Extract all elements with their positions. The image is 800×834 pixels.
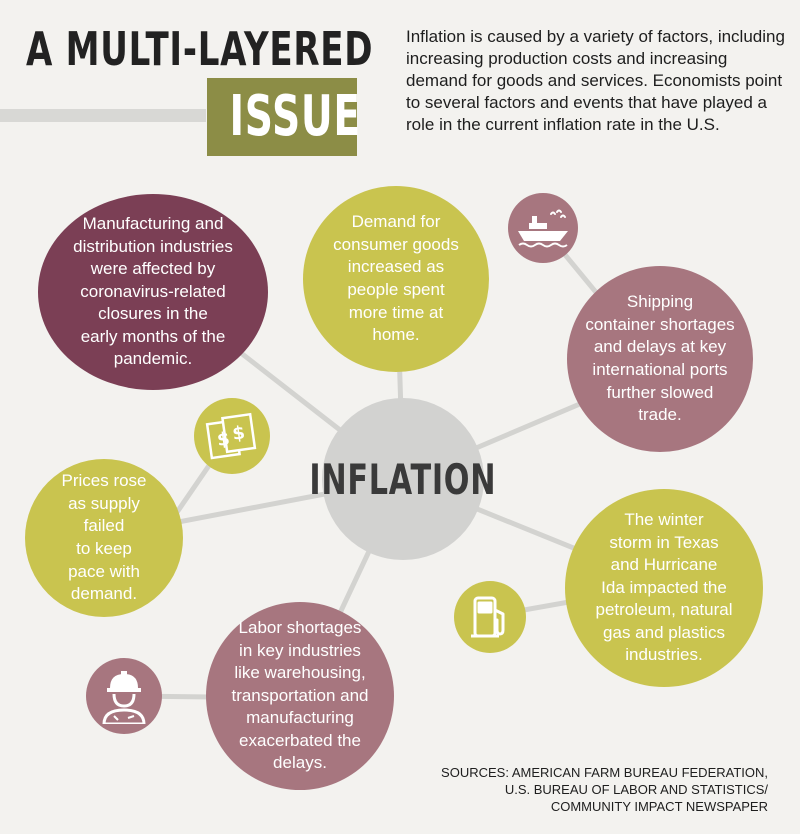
inflation-label: INFLATION — [309, 454, 497, 504]
factor-shipping-text: Shipping container shortages and delays … — [585, 292, 735, 425]
sources-line-2: U.S. BUREAU OF LABOR AND STATISTICS/ — [504, 782, 768, 797]
title-issue-box: ISSUE — [207, 78, 360, 156]
factor-labor: Labor shortages in key industries like w… — [206, 602, 394, 790]
sources-line-1: SOURCES: AMERICAN FARM BUREAU FEDERATION… — [441, 765, 768, 780]
title-line-1: A MULTI-LAYERED — [26, 22, 374, 76]
sources-credit: SOURCES: AMERICAN FARM BUREAU FEDERATION… — [441, 764, 768, 815]
inflation-center-circle: INFLATION — [310, 398, 496, 560]
factor-shipping: Shipping container shortages and delays … — [567, 266, 753, 452]
factor-manufacturing-text: Manufacturing and distribution industrie… — [73, 213, 233, 369]
intro-paragraph: Inflation is caused by a variety of fact… — [406, 27, 785, 134]
factor-labor-text: Labor shortages in key industries like w… — [231, 617, 369, 773]
factor-storm-text: The winter storm in Texas and Hurricane … — [595, 509, 733, 665]
title-accent-bar — [0, 109, 206, 122]
factor-prices-text: Prices rose as supply failed to keep pac… — [61, 471, 147, 604]
worker-icon — [86, 658, 162, 734]
factor-demand: Demand for consumer goods increased as p… — [303, 186, 489, 372]
ship-icon — [508, 193, 578, 263]
sources-line-3: COMMUNITY IMPACT NEWSPAPER — [550, 799, 768, 814]
factor-storm: The winter storm in Texas and Hurricane … — [565, 489, 763, 687]
factor-manufacturing: Manufacturing and distribution industrie… — [38, 194, 268, 390]
svg-text:$: $ — [216, 428, 231, 451]
gas-pump-icon — [454, 581, 526, 653]
factor-demand-text: Demand for consumer goods increased as p… — [333, 212, 459, 345]
svg-text:$: $ — [231, 422, 246, 445]
money-icon: $ $ — [194, 398, 270, 474]
factor-prices: Prices rose as supply failed to keep pac… — [25, 459, 183, 617]
